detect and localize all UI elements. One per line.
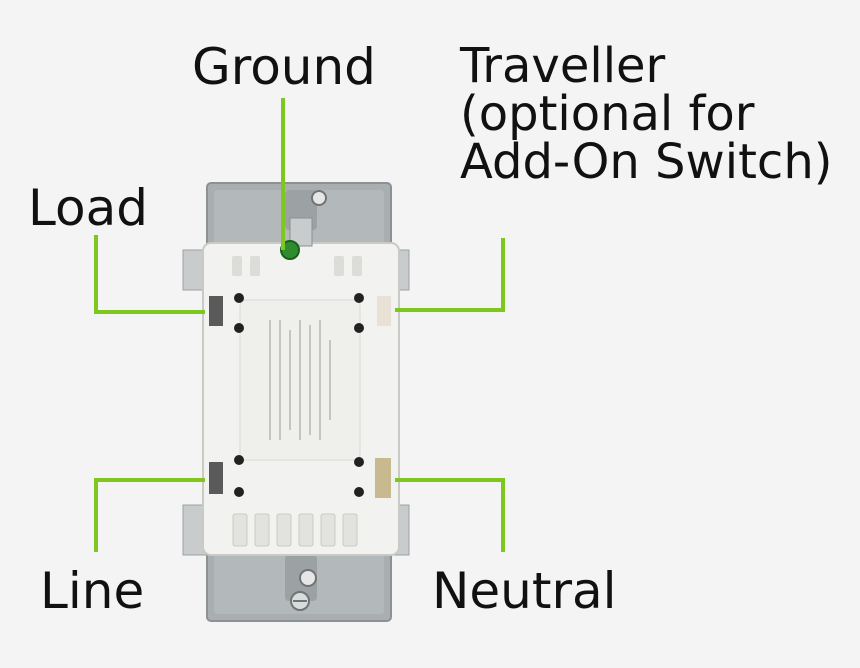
traveller-leader (395, 238, 505, 312)
neutral-label: Neutral (432, 562, 617, 620)
housing-fine-print (269, 320, 331, 440)
ground-screw (280, 217, 313, 260)
neutral-leader (395, 478, 505, 552)
leader-lines (94, 98, 505, 552)
line-terminals (209, 455, 244, 497)
load-terminals (209, 293, 244, 333)
traveller-label-line-2: (optional for (460, 86, 755, 142)
traveller-terminals (354, 293, 391, 333)
traveller-label: Traveller (optional for Add-On Switch) (460, 42, 832, 186)
load-label: Load (28, 179, 148, 237)
bottom-vents (232, 513, 358, 547)
load-leader (94, 235, 205, 314)
line-leader (94, 478, 205, 552)
traveller-label-line-3: Add-On Switch) (460, 134, 833, 190)
line-label: Line (40, 562, 145, 620)
neutral-terminals (354, 457, 391, 498)
ground-label: Ground (192, 38, 376, 96)
switch-housing (202, 217, 400, 556)
traveller-label-line-1: Traveller (460, 38, 666, 94)
